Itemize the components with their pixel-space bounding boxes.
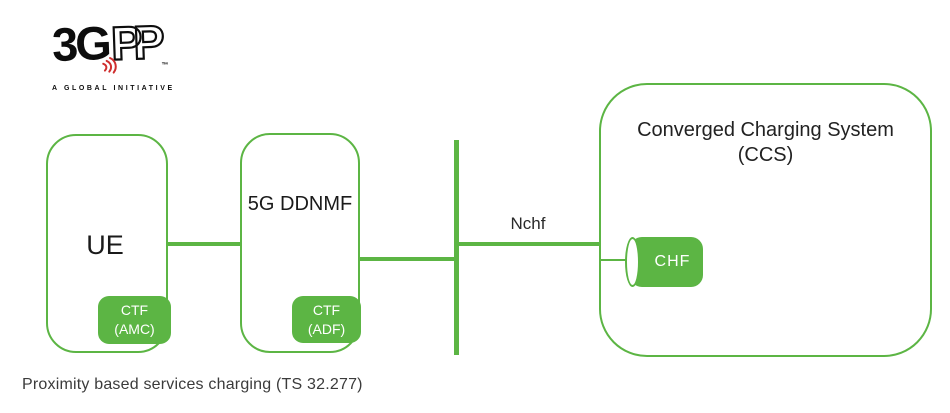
ccs-title-line2: (CCS) [737,144,794,166]
ctf-adf-line1: CTF [312,301,341,318]
link-ddnmf-bus [359,257,456,261]
ccs-title: Converged Charging System (CCS) [599,118,932,168]
ctf-amc-line2: (AMC) [114,321,155,337]
ddnmf-label: 5G DDNMF [247,193,353,215]
chf-cylinder: CHF [630,237,703,287]
chf-label: CHF [654,253,691,270]
ctf-amc-line1: CTF [120,302,149,319]
ccs-box [599,83,932,357]
bus-bar [454,140,459,355]
radio-signal-icon [102,56,117,74]
3gpp-logo-tagline: A GLOBAL INITIATIVE [52,85,175,92]
3gpp-logo: 3G PP ™ A GLOBAL INITIATIVE [51,14,182,92]
link-nchf [456,242,600,246]
ctf-adf-line2: (ADF) [307,320,346,337]
trademark-symbol: ™ [161,62,169,69]
link-ue-ddnmf [167,242,241,246]
nchf-label: Nchf [510,214,546,233]
ccs-title-line1: Converged Charging System [637,119,894,141]
ctf-adf-badge: CTF (ADF) [292,296,361,343]
chf-cylinder-end-cap [625,237,640,287]
ctf-amc-badge: CTF (AMC) [98,296,171,344]
figure-caption: Proximity based services charging (TS 32… [22,376,363,393]
3gpp-logo-wordmark: 3G PP ™ [51,14,182,82]
chf-connector [600,259,628,261]
ue-label: UE [86,230,124,260]
